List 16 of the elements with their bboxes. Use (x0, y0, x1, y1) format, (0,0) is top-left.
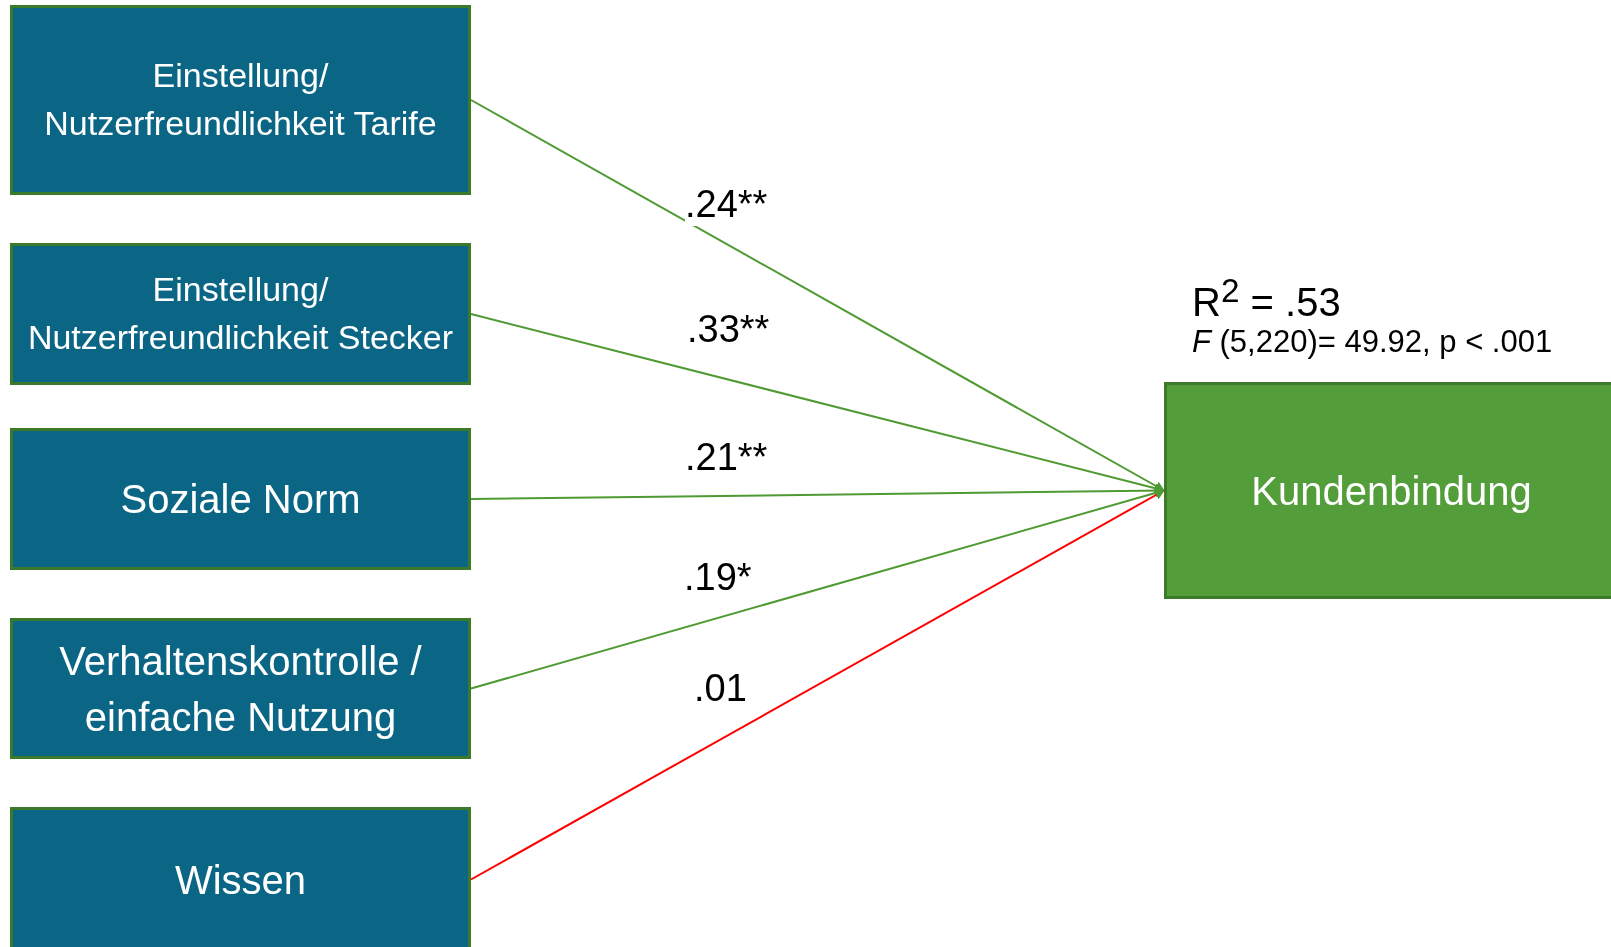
predictor-box (10, 243, 471, 385)
box-label: Kundenbindung (1250, 467, 1533, 515)
box-label: Einstellung/ Nutzerfreundlichkeit Tarife (43, 55, 438, 144)
box-label: Wissen (173, 856, 308, 904)
f-statistic-label: F (5,220)= 49.92, p < .001 (1192, 324, 1553, 360)
box-label: Soziale Norm (119, 476, 362, 523)
outcome-box (1164, 382, 1611, 599)
predictor-box (10, 5, 471, 195)
predictor-box (10, 618, 471, 759)
box-label: Verhaltenskontrolle / einfache Nutzung (58, 637, 423, 741)
box-label: Einstellung/ Nutzerfreundlichkeit Stecker (26, 269, 455, 358)
arrow (470, 489, 1165, 881)
r-squared-label: R$^{2}$ = .53 (1192, 272, 1341, 326)
predictor-box (10, 428, 471, 570)
arrow (470, 99, 1165, 492)
predictor-box (10, 807, 471, 947)
